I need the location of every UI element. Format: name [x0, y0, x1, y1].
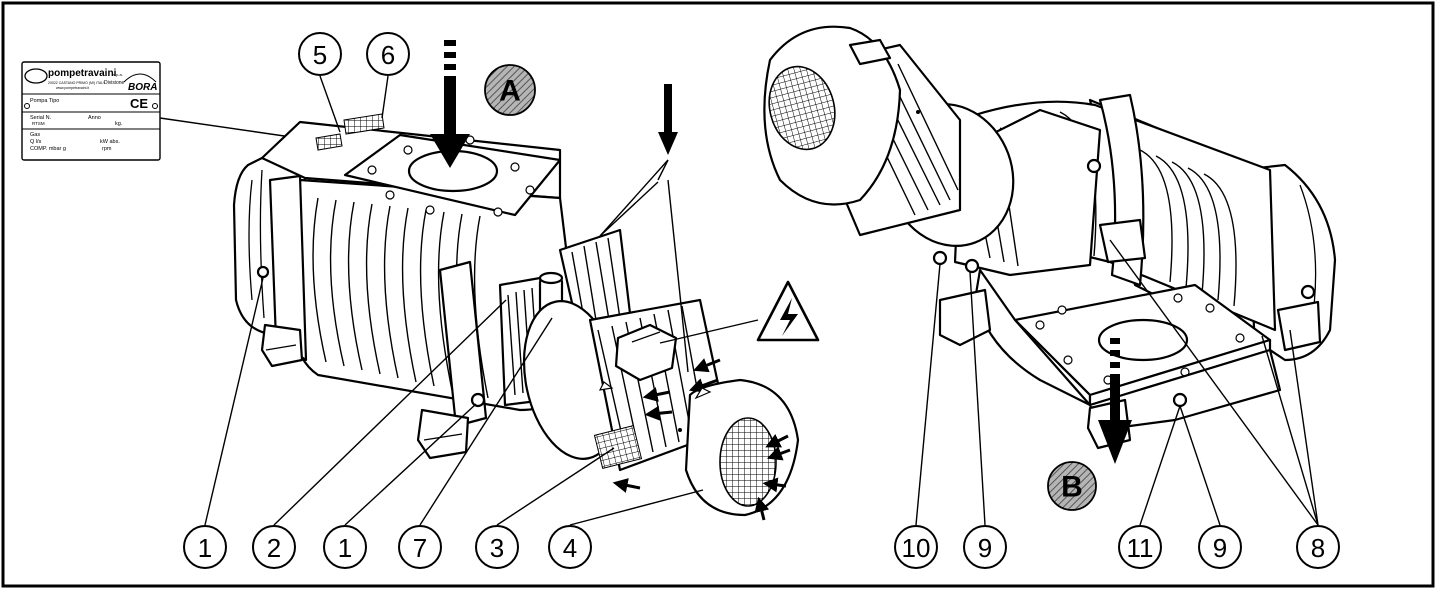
- nameplate-field-label: Pompa Tipo: [30, 98, 59, 104]
- nameplate-logo-text: BORA: [128, 82, 157, 93]
- right-motor: [763, 25, 1015, 248]
- svg-text:A: A: [499, 75, 521, 108]
- callout-1-left: 1: [183, 525, 227, 569]
- callout-9-right: 9: [1198, 525, 1242, 569]
- nameplate-field-value: kg.: [115, 121, 123, 127]
- callout-2: 2: [252, 525, 296, 569]
- nameplate-field-value: rpm: [102, 146, 112, 152]
- callout-6: 6: [366, 32, 410, 76]
- callout-1-right: 1: [323, 525, 367, 569]
- left-motor: [522, 298, 800, 517]
- callout-7: 7: [398, 525, 442, 569]
- motor-rating-plate: [593, 425, 643, 469]
- nameplate-field-label: RTSM: [32, 121, 45, 126]
- nameplate-field-label: Q l/s: [30, 139, 42, 145]
- svg-text:7: 7: [413, 533, 427, 563]
- nameplate-field-value: Anno: [88, 115, 101, 121]
- outlet-port: [1097, 318, 1189, 362]
- svg-text:6: 6: [381, 40, 395, 70]
- nameplate-field-label: Serial N.: [30, 115, 52, 121]
- svg-text:11: 11: [1127, 533, 1154, 563]
- callout-5: 5: [298, 32, 342, 76]
- left-foot-rear: [260, 323, 304, 368]
- callout-4: 4: [548, 525, 592, 569]
- electrical-hazard-icon: [756, 280, 820, 342]
- nameplate-field-value: kW abs.: [100, 139, 120, 145]
- cooling-air-arrows: [612, 358, 791, 521]
- svg-text:1: 1: [338, 533, 352, 563]
- nameplate-web: www.pompetravaini.it: [56, 86, 89, 90]
- svg-text:B: B: [1061, 471, 1083, 504]
- top-vent-labels: [315, 113, 385, 151]
- inlet-label-A: A: [484, 64, 536, 116]
- svg-text:1: 1: [198, 533, 212, 563]
- nameplate-brand: pompetravaini: [48, 68, 117, 79]
- nameplate-brand-suffix: s.p.a.: [113, 72, 123, 77]
- nameplate-field-label: Gas: [30, 132, 40, 138]
- brand-logo-icon: [24, 68, 48, 84]
- callout-8: 8: [1296, 525, 1340, 569]
- outlet-label-B: B: [1047, 461, 1097, 511]
- nameplate-division: Divisione: [104, 80, 125, 86]
- svg-text:3: 3: [490, 533, 504, 563]
- callout-leaders: [204, 75, 1319, 526]
- inlet-arrow: [430, 40, 470, 168]
- svg-text:9: 9: [978, 533, 992, 563]
- svg-text:10: 10: [902, 533, 931, 563]
- nameplate: pompetravaini s.p.a. Divisione BORA 2002…: [21, 61, 161, 161]
- right-fan-grille: [768, 65, 836, 151]
- callout-3: 3: [475, 525, 519, 569]
- callout-9-left: 9: [963, 525, 1007, 569]
- callout-10: 10: [894, 525, 938, 569]
- fan-grille: [719, 417, 777, 507]
- nameplate-field-label: COMP. mbar g: [30, 146, 66, 152]
- right-foot-right: [1276, 300, 1322, 352]
- left-pump-fins: [312, 197, 489, 399]
- nameplate-address: 20022 CASTANO PRIMO (MI) ITALY: [48, 81, 106, 85]
- svg-text:9: 9: [1213, 533, 1227, 563]
- right-foot-left: [938, 288, 992, 347]
- cooling-inlet-arrow: [658, 84, 678, 155]
- terminal-box: [614, 323, 678, 382]
- svg-text:4: 4: [563, 533, 577, 563]
- ce-mark: CE: [130, 96, 148, 111]
- callout-11: 11: [1118, 525, 1162, 569]
- svg-text:5: 5: [313, 40, 327, 70]
- outlet-arrow: [1098, 338, 1132, 464]
- svg-text:8: 8: [1311, 533, 1325, 563]
- svg-text:2: 2: [267, 533, 281, 563]
- bora-arc-icon: [123, 73, 157, 83]
